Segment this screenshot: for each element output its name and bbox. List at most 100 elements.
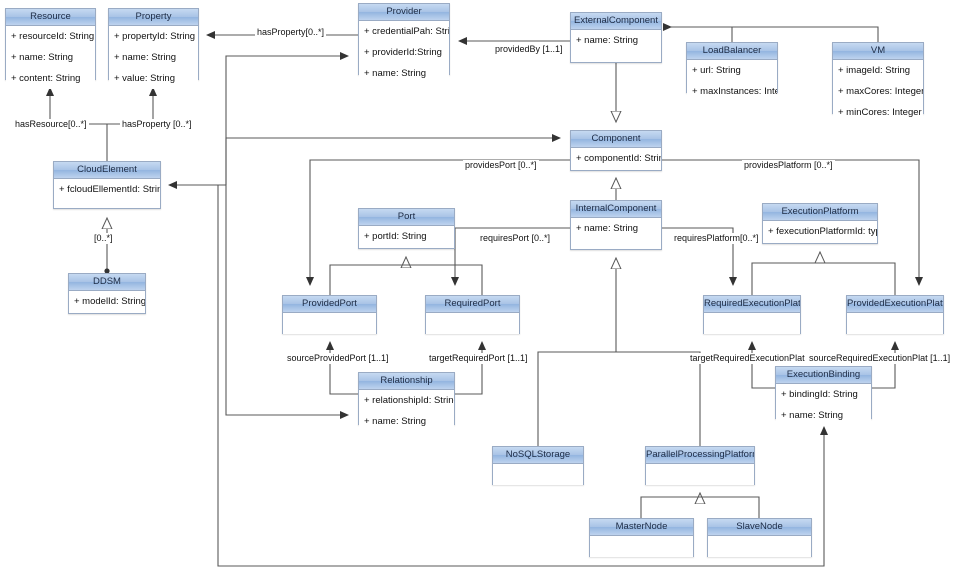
uml-class-master-node[interactable]: MasterNode (589, 518, 694, 557)
uml-attribute: + fcloudEllementId: String (59, 184, 160, 195)
edge-internalcomponent-requires-port (451, 227, 570, 286)
uml-class-execution-platform[interactable]: ExecutionPlatform + fexecutionPlatformId:… (762, 203, 878, 244)
uml-attribute-compartment-parallel-processing-platform (646, 464, 754, 485)
uml-attribute: + url: String (692, 65, 741, 76)
uml-attribute-compartment-provider: + credentialPah: String+ providerId:Stri… (359, 21, 449, 84)
uml-class-name-provided-port: ProvidedPort (283, 296, 376, 313)
uml-attribute-compartment-vm: + imageId: String+ maxCores: Integer+ mi… (833, 60, 923, 123)
uml-attribute-compartment-nosql-storage (493, 464, 583, 485)
uml-attribute: + propertyId: String (114, 31, 196, 42)
uml-attribute: + name: String (114, 52, 177, 63)
uml-class-provided-port[interactable]: ProvidedPort (282, 295, 377, 334)
edge-relationship-source-provided-port (326, 341, 358, 395)
edge-vm-generalization (732, 26, 879, 42)
uml-class-nosql-storage[interactable]: NoSQLStorage (492, 446, 584, 485)
uml-class-name-vm: VM (833, 43, 923, 60)
uml-class-provider[interactable]: Provider+ credentialPah: String+ provide… (358, 3, 450, 84)
uml-class-name-property: Property (109, 9, 198, 26)
uml-attribute: + portId: String (364, 231, 427, 242)
edge-nodes-generalization-bar (640, 496, 760, 518)
uml-class-provided-execution-platform[interactable]: ProvidedExecutionPlatform (846, 295, 944, 334)
uml-attribute: + providerId:String (364, 47, 442, 58)
uml-class-slave-node[interactable]: SlaveNode (707, 518, 812, 557)
edge-internalcomponent-requires-platform (662, 227, 737, 286)
edge-executionplatform-generalization-bar (751, 262, 896, 295)
uml-attribute: + name: String (364, 68, 427, 79)
uml-class-name-provider: Provider (359, 4, 449, 21)
uml-attribute-compartment-provided-port (283, 313, 376, 334)
edge-label-has-property-cloud: hasProperty [0..*] (120, 119, 194, 130)
uml-attribute: + imageId: String (838, 65, 911, 76)
uml-class-port[interactable]: Port + portId: String (358, 208, 455, 249)
edge-executionbinding-source-provided-platform (872, 341, 899, 389)
uml-class-parallel-processing-platform[interactable]: ParallelProcessingPlatform (645, 446, 755, 485)
uml-class-name-load-balancer: LoadBalancer (687, 43, 777, 60)
uml-attribute: + name: String (11, 52, 74, 63)
uml-class-required-execution-platform[interactable]: RequiredExecutionPlatform (703, 295, 801, 334)
uml-attribute: + name: String (781, 410, 844, 421)
uml-attribute-compartment-property: + propertyId: String+ name: String+ valu… (109, 26, 198, 89)
uml-attribute-compartment-execution-binding: + bindingId: String+ name: String (776, 384, 871, 426)
uml-class-required-port[interactable]: RequiredPort (425, 295, 520, 334)
edge-label-requires-port: requiresPort [0..*] (478, 233, 553, 244)
uml-attribute: + maxInstances: Integer (692, 86, 777, 97)
edge-label-source-required-execution-plat: sourceRequiredExecutionPlat [1..1] (807, 353, 953, 364)
uml-class-name-execution-platform: ExecutionPlatform (763, 204, 877, 221)
uml-attribute-compartment-required-execution-platform (704, 313, 800, 334)
uml-class-name-execution-binding: ExecutionBinding (776, 367, 871, 384)
uml-class-vm[interactable]: VM+ imageId: String+ maxCores: Integer+ … (832, 42, 924, 123)
uml-attribute-compartment-port: + portId: String (359, 226, 454, 247)
uml-class-name-internal-component: InternalComponent (571, 201, 661, 218)
edge-cloudelement-to-provider (225, 52, 349, 185)
uml-attribute-compartment-internal-component: + name: String (571, 218, 661, 239)
uml-attribute-compartment-master-node (590, 536, 693, 557)
edge-nosqlstorage-generalization (537, 258, 616, 446)
uml-class-name-ddsm: DDSM (69, 274, 145, 291)
uml-class-name-required-port: RequiredPort (426, 296, 519, 313)
uml-class-component[interactable]: Component+ componentId: String (570, 130, 662, 171)
uml-attribute: + maxCores: Integer (838, 86, 923, 97)
uml-attribute: + fexecutionPlatformId: type (768, 226, 877, 237)
uml-class-internal-component[interactable]: InternalComponent+ name: String (570, 200, 662, 250)
edge-label-target-required-port: targetRequiredPort [1..1] (427, 353, 530, 364)
edge-label-multiplicity-ddsm: [0..*] (92, 233, 115, 244)
uml-class-execution-binding[interactable]: ExecutionBinding+ bindingId: String+ nam… (775, 366, 872, 426)
uml-class-property[interactable]: Property + propertyId: String + name: Stri… (108, 8, 199, 89)
uml-class-relationship[interactable]: Relationship+ relationshipId: String+ na… (358, 372, 455, 432)
edge-label-requires-platform: requiresPlatform[0..*] (672, 233, 761, 244)
edge-label-source-provided-port: sourceProvidedPort [1..1] (285, 353, 391, 364)
uml-attribute: + componentId: String (576, 153, 661, 164)
edge-label-target-required-execution-plat: targetRequiredExecutionPlat [1..1] (688, 353, 830, 364)
uml-class-name-provided-execution-platform: ProvidedExecutionPlatform (847, 296, 943, 313)
uml-attribute-compartment-execution-platform: + fexecutionPlatformId: type (763, 221, 877, 242)
uml-attribute: + relationshipId: String (364, 395, 454, 406)
edge-label-provided-by: providedBy [1..1] (493, 44, 565, 55)
edge-executionbinding-target-required-platform (748, 341, 775, 389)
uml-class-cloud-element[interactable]: CloudElement + fcloudEllementId: String (53, 161, 161, 209)
uml-class-name-slave-node: SlaveNode (708, 519, 811, 536)
uml-class-name-parallel-processing-platform: ParallelProcessingPlatform (646, 447, 754, 464)
uml-attribute-compartment-load-balancer: + url: String + maxInstances: Integer (687, 60, 777, 102)
uml-attribute-compartment-required-port (426, 313, 519, 334)
uml-class-name-relationship: Relationship (359, 373, 454, 390)
uml-class-name-port: Port (359, 209, 454, 226)
uml-attribute-compartment-component: + componentId: String (571, 148, 661, 169)
uml-attribute-compartment-provided-execution-platform (847, 313, 943, 334)
edge-parallelprocessing-generalization (616, 351, 701, 446)
uml-class-resource[interactable]: Resource+ resourceId: String+ name: Stri… (5, 8, 96, 89)
edge-cloudelement-to-relationship (225, 185, 349, 419)
uml-class-name-nosql-storage: NoSQLStorage (493, 447, 583, 464)
edge-loadbalancer-generalization (663, 23, 733, 42)
uml-class-load-balancer[interactable]: LoadBalancer + url: String + maxInstances:… (686, 42, 778, 102)
uml-class-name-cloud-element: CloudElement (54, 162, 160, 179)
uml-attribute: + content: String (11, 73, 81, 84)
uml-attribute-compartment-ddsm: + modelId: String (69, 291, 145, 312)
edge-label-has-resource: hasResource[0..*] (13, 119, 89, 130)
edge-cloudelement-to-component (225, 134, 561, 185)
uml-class-name-external-component: ExternalComponent (571, 13, 661, 30)
uml-class-external-component[interactable]: ExternalComponent+ name: String (570, 12, 662, 63)
uml-class-ddsm[interactable]: DDSM + modelId: String (68, 273, 146, 314)
edge-ddsm-endpoint-dot (104, 268, 110, 274)
uml-attribute: + modelId: String (74, 296, 145, 307)
